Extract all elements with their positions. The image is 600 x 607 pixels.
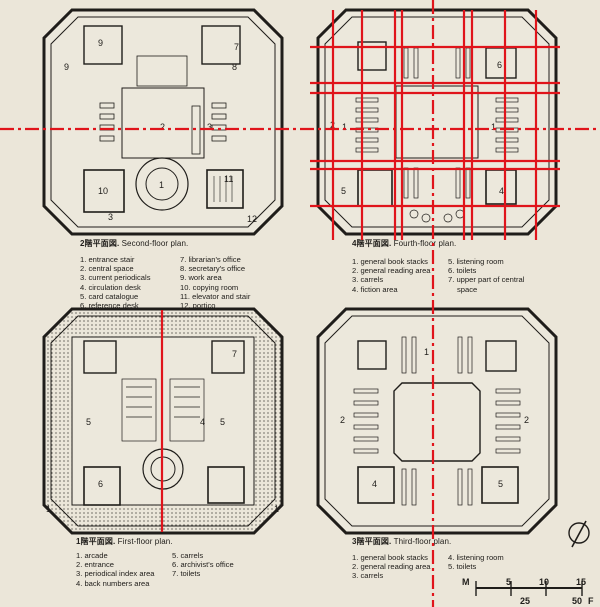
legend-item: 5. carrels [172, 551, 204, 560]
legend-item: 7. upper part of central [448, 275, 525, 285]
fourth-floor-drawing: 2 6 1 1 5 4 [316, 8, 558, 236]
room-number: 5 [220, 417, 225, 427]
room-number: 4 [372, 479, 377, 489]
legend-item: 3. carrels [352, 275, 384, 285]
room-number: 5 [341, 186, 346, 196]
room-number: 7 [234, 42, 239, 52]
room-number: 1 [491, 122, 496, 132]
legend-item: 4. circulation desk [80, 282, 141, 292]
room-number: 9 [64, 62, 69, 72]
second-floor-plan: 9 7 8 9 2 3 1 10 11 3 12 [42, 8, 284, 236]
room-number: 12 [247, 214, 257, 224]
caption-jp: 4階平面図. [352, 239, 392, 248]
legend-item: 6. archivist's office [172, 560, 234, 570]
legend-item: 2. central space [80, 264, 134, 274]
legend-item: 4. fiction area [352, 284, 398, 294]
legend-item: 8. secretary's office [180, 264, 246, 274]
legend-item: 1. general book stacks [352, 257, 428, 266]
legend-item: 12. portico [180, 300, 216, 310]
legend-item: 6. toilets [448, 266, 477, 276]
legend-item: 1. entrance stair [80, 255, 135, 264]
legend-item: 3. carrels [352, 571, 384, 581]
legend-item: 2. general reading area [352, 266, 431, 276]
scale-tick: 10 [539, 577, 550, 587]
legend-item: 7. toilets [172, 569, 201, 579]
caption-jp: 1階平面図. [76, 537, 116, 546]
caption-jp: 3階平面図. [352, 537, 392, 546]
room-number: 6 [98, 479, 103, 489]
room-number: 5 [498, 479, 503, 489]
first-floor-caption: 1階平面図. First-floor plan. [76, 536, 173, 547]
scale-bar: M 5 10 15 25 50 F [456, 576, 600, 607]
room-number: 2 [340, 415, 345, 425]
legend-item: 7. librarian's office [180, 255, 241, 264]
legend-item: 2. entrance [76, 560, 114, 570]
room-number: 2 [524, 415, 529, 425]
legend-item: 1. arcade [76, 551, 108, 560]
caption-jp: 2階平面図. [80, 239, 120, 248]
legend-item: 2. general reading area [352, 562, 431, 572]
room-number: 1 [424, 347, 429, 357]
room-number: 1 [159, 180, 164, 190]
legend-item: 1. general book stacks [352, 553, 428, 562]
room-number: 10 [98, 186, 108, 196]
room-number: 2 [330, 120, 335, 130]
fourth-floor-plan: 2 6 1 1 5 4 [316, 8, 558, 236]
third-floor-caption: 3階平面図. Third-floor plan. [352, 536, 451, 547]
legend-item: 4. listening room [448, 553, 504, 562]
caption-en: Third-floor plan. [393, 537, 452, 546]
room-number: 4 [499, 186, 504, 196]
scale-tick: 25 [520, 596, 531, 606]
room-number: 5 [86, 417, 91, 427]
scale-unit-m: M [462, 577, 470, 587]
first-floor-drawing: 7 5 4 5 6 1 1 [42, 307, 284, 535]
scale-tick: 50 [572, 596, 583, 606]
legend-item: 4. back numbers area [76, 578, 150, 588]
room-number: 1 [46, 504, 51, 514]
room-number: 1 [274, 504, 279, 514]
caption-en: Second-floor plan. [121, 239, 189, 248]
legend-item: 5. listening room [448, 257, 504, 266]
fourth-floor-caption: 4階平面図. Fourth-floor plan. [352, 238, 456, 249]
room-number: 3 [207, 122, 212, 132]
second-floor-caption: 2階平面図. Second-floor plan. [80, 238, 188, 249]
room-number: 4 [200, 417, 205, 427]
legend-item: 11. elevator and stair [180, 291, 251, 301]
room-number: 9 [98, 38, 103, 48]
room-number: 1 [342, 122, 347, 132]
scale-tick: 5 [506, 577, 512, 587]
north-arrow-icon [566, 519, 592, 554]
room-number: 8 [232, 62, 237, 72]
first-floor-plan: 7 5 4 5 6 1 1 [42, 307, 284, 535]
room-number: 2 [160, 122, 165, 132]
room-number: 7 [232, 349, 237, 359]
room-number: 3 [108, 212, 113, 222]
scale-unit-f: F [588, 596, 594, 606]
third-floor-plan: 1 2 2 4 5 [316, 307, 558, 535]
legend-item: 5. toilets [448, 562, 477, 572]
legend-item: space [457, 284, 478, 294]
legend-item: 3. periodical index area [76, 569, 155, 579]
room-number: 11 [224, 174, 233, 184]
caption-en: First-floor plan. [117, 537, 173, 546]
second-floor-drawing: 9 7 8 9 2 3 1 10 11 3 12 [42, 8, 284, 236]
legend-item: 3. current periodicals [80, 273, 151, 283]
legend-item: 10. copying room [180, 282, 239, 292]
third-floor-drawing: 1 2 2 4 5 [316, 307, 558, 535]
caption-en: Fourth-floor plan. [393, 239, 457, 248]
scale-tick: 15 [576, 577, 587, 587]
legend-item: 6. reference desk [80, 300, 139, 310]
room-number: 6 [497, 60, 502, 70]
legend-item: 5. card catalogue [80, 291, 139, 301]
legend-item: 9. work area [180, 273, 222, 283]
